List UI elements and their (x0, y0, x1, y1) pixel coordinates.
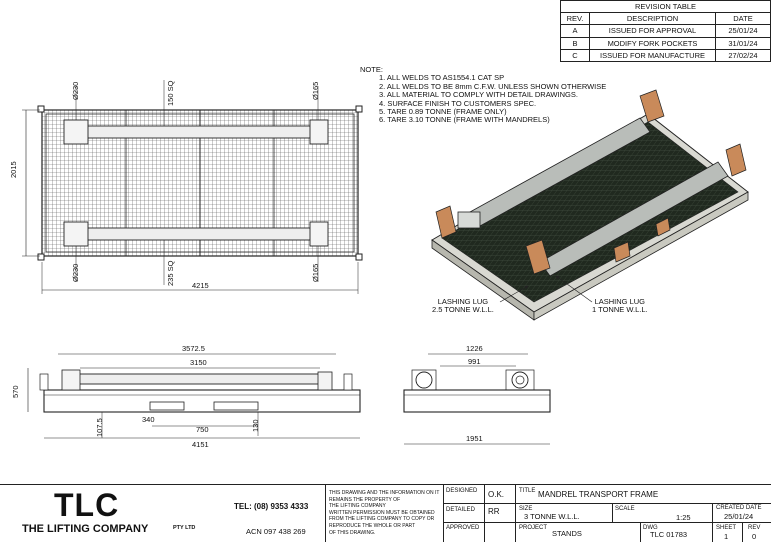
table-row: C ISSUED FOR MANUFACTURE 27/02/24 (560, 48, 771, 63)
side-dim-4: 750 (196, 425, 209, 434)
company-logo: TLC (54, 487, 120, 523)
drawing-sheet (22, 80, 749, 445)
date-cell: 27/02/24 (715, 48, 771, 63)
side-dim-3: 340 (142, 415, 155, 424)
sheet-label: SHEET (716, 525, 737, 531)
project-label: PROJECT (519, 525, 548, 531)
side-dim-8: 107.5 (95, 418, 104, 437)
plan-dia-bottom-right: Ø165 (311, 263, 320, 282)
lashing-lug-right-label: LASHING LUG 1 TONNE W.L.L. (592, 298, 648, 314)
disclaimer-cell: THIS DRAWING AND THE INFORMATION ON IT R… (325, 485, 443, 542)
end-elevation (403, 353, 551, 445)
rev-value: 0 (752, 532, 757, 541)
title-label: TITLE (519, 488, 536, 494)
rev-label: REV (748, 525, 761, 531)
company-tel: TEL: (08) 9353 4333 (234, 502, 309, 511)
detailed-value: RR (488, 507, 500, 516)
approved-label: APPROVED (446, 525, 480, 531)
notes-heading: NOTE: (360, 65, 383, 74)
revision-table: REVISION TABLE REV. DESCRIPTION DATE A I… (560, 0, 771, 63)
detailed-label: DETAILED (446, 507, 475, 513)
side-dim-6: 4151 (192, 440, 209, 449)
end-dim-2: 991 (468, 357, 481, 366)
plan-dim-length: 4215 (192, 281, 209, 290)
created-label: CREATED DATE (716, 505, 762, 511)
disclaimer-line: WRITTEN PERMISSION MUST BE OBTAINED (329, 509, 435, 516)
scale-value: 1:25 (676, 513, 691, 522)
mandrel-top (79, 125, 325, 139)
note-item: 3. ALL MATERIAL TO COMPLY WITH DETAIL DR… (379, 90, 578, 100)
title-block: TLC THE LIFTING COMPANY PTY LTD TEL: (08… (0, 484, 771, 542)
created-value: 25/01/24 (724, 512, 754, 521)
note-item: 2. ALL WELDS TO BE 8mm C.F.W. UNLESS SHO… (379, 81, 607, 91)
note-item: 6. TARE 3.10 TONNE (FRAME WITH MANDRELS) (379, 115, 550, 125)
size-value: 3 TONNE W.L.L. (524, 512, 580, 521)
plan-dia-top-right: Ø165 (311, 81, 320, 100)
iso-mandrel-2 (539, 161, 729, 277)
notes-block: NOTE: 1. ALL WELDS TO AS1554.1 CAT SP 2.… (360, 65, 607, 125)
drawing-title: MANDREL TRANSPORT FRAME (538, 490, 659, 499)
plan-dia-bottom-left: Ø230 (71, 263, 80, 282)
plan-sq-top: 150 SQ (166, 80, 175, 106)
dwg-value: TLC 01783 (650, 530, 688, 539)
plan-view (22, 80, 363, 294)
disclaimer-line: REPRODUCE THE WHOLE OR PART (329, 522, 416, 529)
side-elevation (27, 353, 361, 439)
designed-label: DESIGNED (446, 488, 478, 494)
mandrel-bottom (79, 227, 325, 241)
plan-dim-width: 2015 (9, 161, 18, 178)
note-item: 4. SURFACE FINISH TO CUSTOMERS SPEC. (379, 98, 537, 108)
note-item: 5. TARE 0.89 TONNE (FRAME ONLY) (379, 107, 507, 117)
isometric-view (431, 89, 749, 321)
designed-value: O.K. (488, 490, 505, 499)
lug-right-line-2: 1 TONNE W.L.L. (592, 305, 648, 314)
side-frame (43, 389, 361, 413)
project-value: STANDS (552, 529, 582, 538)
table-row: B MODIFY FORK POCKETS 31/01/24 (560, 36, 771, 50)
disclaimer-line: THIS DRAWING AND THE INFORMATION ON IT (329, 490, 440, 496)
side-dim-2: 3150 (190, 358, 207, 367)
note-item: 1. ALL WELDS TO AS1554.1 CAT SP (379, 73, 505, 83)
company-pty: PTY LTD (173, 525, 196, 531)
end-frame (403, 389, 551, 413)
plan-sq-bottom: 235 SQ (166, 260, 175, 286)
drawing-info-cell: TITLE MANDREL TRANSPORT FRAME SIZE 3 TON… (515, 485, 771, 542)
side-dim-1: 3572.5 (182, 344, 205, 353)
plan-dia-top-left: Ø230 (71, 81, 80, 100)
size-label: SIZE (519, 506, 533, 512)
company-name: THE LIFTING COMPANY (22, 523, 149, 535)
company-acn: ACN 097 438 269 (246, 527, 306, 536)
description-cell: ISSUED FOR MANUFACTURE (589, 48, 716, 63)
signoff-cell: DESIGNED O.K. DETAILED RR APPROVED (443, 485, 516, 542)
scale-label: SCALE (615, 506, 635, 512)
side-dim-7: 570 (11, 385, 20, 398)
lug-left-line-2: 2.5 TONNE W.L.L. (432, 305, 494, 314)
end-dim-1: 1226 (466, 344, 483, 353)
side-dim-5: 130 (251, 419, 260, 432)
lashing-lug-left-label: LASHING LUG 2.5 TONNE W.L.L. (432, 298, 494, 314)
disclaimer-line: FROM THE LIFTING COMPANY TO COPY OR (329, 516, 435, 523)
disclaimer-line: REMAINS THE PROPERTY OF (329, 496, 401, 503)
disclaimer-line: THE LIFTING COMPANY (329, 503, 386, 510)
disclaimer-line: OF THIS DRAWING. (329, 529, 376, 536)
end-dim-3: 1951 (466, 434, 483, 443)
disclaimer: THIS DRAWING AND THE INFORMATION ON IT R… (329, 490, 439, 536)
dwg-label: DWG (643, 525, 658, 531)
lug-right-line-1: LASHING LUG (594, 297, 645, 306)
sheet-value: 1 (724, 532, 729, 541)
lug-left-line-1: LASHING LUG (437, 297, 489, 306)
